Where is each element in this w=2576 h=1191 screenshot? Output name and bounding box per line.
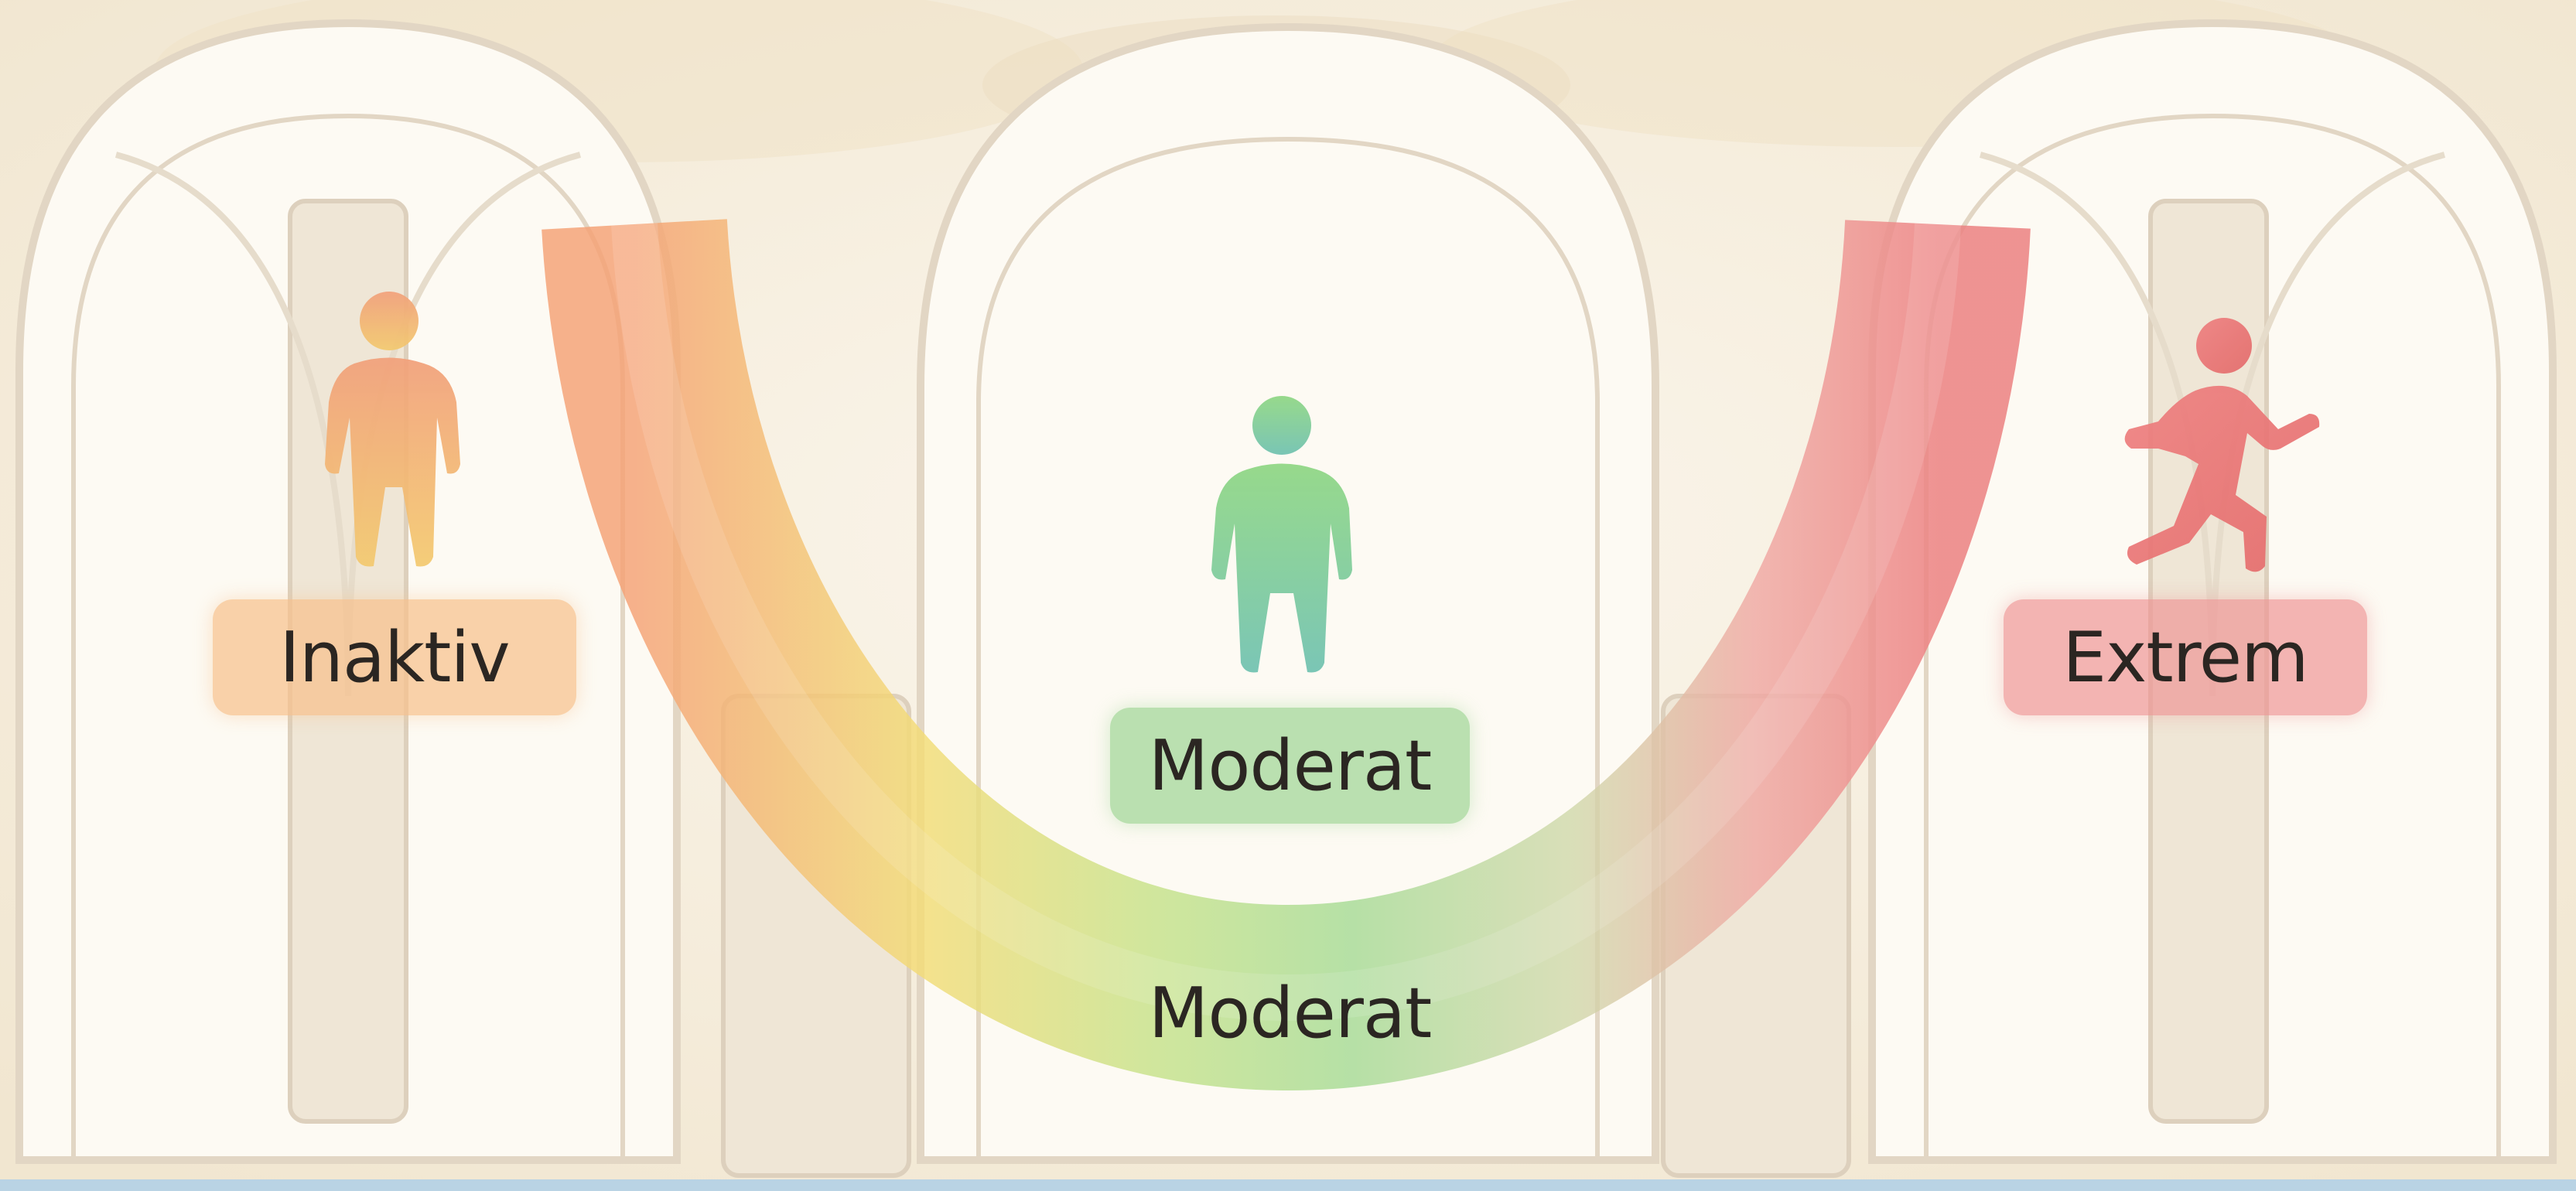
inaktiv-label-text: Inaktiv	[279, 617, 509, 698]
curve-bottom-label: Moderat	[1079, 955, 1501, 1071]
water-strip	[0, 1179, 2576, 1191]
curve-bottom-label-text: Moderat	[1149, 973, 1432, 1054]
inaktiv-label: Inaktiv	[213, 599, 576, 715]
moderat-label-text: Moderat	[1149, 725, 1432, 807]
moderat-label: Moderat	[1110, 708, 1470, 824]
extrem-label: Extrem	[2004, 599, 2367, 715]
extrem-label-text: Extrem	[2062, 617, 2308, 698]
